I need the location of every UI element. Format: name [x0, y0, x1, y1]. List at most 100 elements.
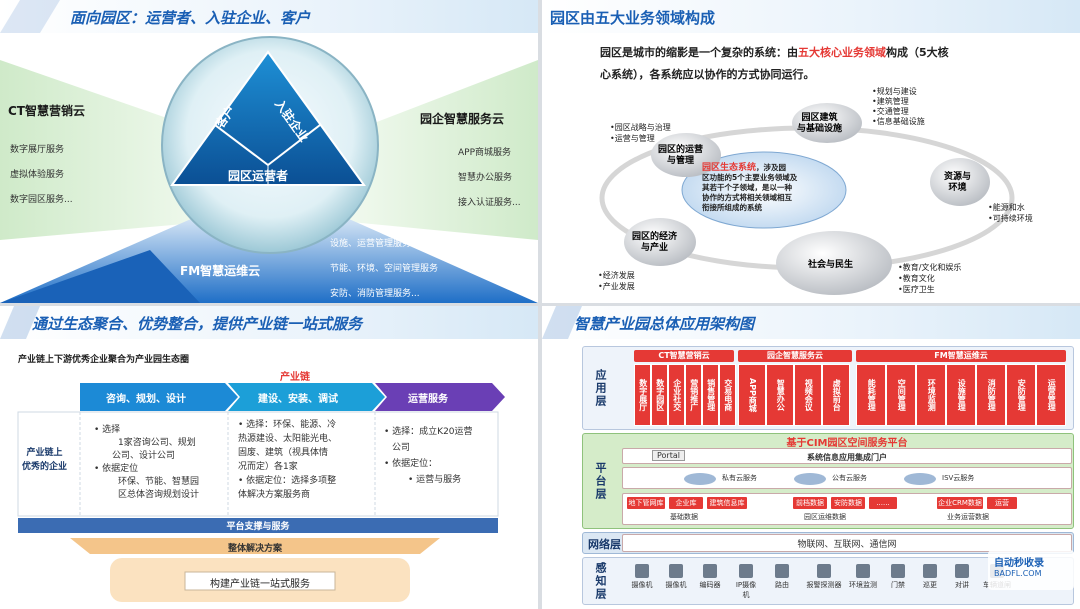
group-ct-title: CT智慧营销云 — [634, 350, 734, 362]
cloud-services-bar — [622, 467, 1072, 489]
chain-label: 产业链 — [280, 372, 310, 383]
layer-sense-label: 感知层 — [594, 561, 607, 601]
device-environment: 环境监测 — [848, 564, 878, 590]
app-cell: 设施管理 — [946, 364, 976, 426]
panel-architecture: 智慧产业园总体应用架构图 应用层 CT智慧营销云 数字展厅 数字园区 企业社交 … — [542, 306, 1080, 609]
park-cloud-item: 接入认证服务... — [458, 198, 521, 208]
node-economy: 园区的经济 与产业 — [632, 232, 677, 254]
bullet-item: •交通管理 — [872, 107, 909, 116]
app-cell: 虚拟前台 — [822, 364, 850, 426]
device-label: 巡更 — [923, 581, 937, 589]
cloud-icon — [904, 473, 936, 485]
col-ops: • 选择：成立K20运营 公司 • 依据定位： • 运营与服务 — [384, 424, 473, 488]
app-cell: 智慧办公 — [766, 364, 794, 426]
bar-one-stop-service: 构建产业链一站式服务 — [210, 579, 310, 590]
device-label: 摄像机 — [631, 581, 653, 589]
device-label: 门禁 — [891, 581, 905, 589]
center-text: 协作的方式将相关领域相互 — [702, 193, 792, 202]
device-label: 编码器 — [699, 581, 721, 589]
app-cell: APP商城 — [738, 364, 766, 426]
bullet-item: •教育/文化和娱乐 — [898, 263, 962, 272]
app-cell: 运营管理 — [1036, 364, 1066, 426]
bullet-item: •经济发展 — [598, 271, 635, 280]
node-resources: 资源与 环境 — [944, 172, 971, 194]
stage-build: 建设、安装、调试 — [258, 394, 338, 405]
left-enterprise-label: 产业链上 优秀的企业 — [22, 446, 67, 474]
ip-camera-icon — [739, 564, 753, 578]
device-router: 路由 — [770, 564, 794, 590]
bullet-item: •园区战略与治理 — [610, 123, 671, 132]
center-text: ，涉及园 — [756, 163, 787, 172]
data-pill: 企业库 — [668, 496, 704, 510]
cloud-icon — [684, 473, 716, 485]
chain-arrows — [17, 383, 505, 602]
portal-tag: Portal — [652, 450, 685, 461]
device-patrol: 巡更 — [918, 564, 942, 590]
ct-cloud-item: 数字展厅服务 — [10, 145, 65, 155]
node-label: 园区的运营 — [658, 145, 704, 155]
col-line: 区总体咨询规划设计 — [118, 490, 200, 500]
node-operations: 园区的运营 与管理 — [658, 145, 703, 167]
col-line: • 依据定位：选择多项整 — [238, 476, 337, 486]
panel4-title: 智慧产业园总体应用架构图 — [574, 315, 755, 333]
col-line: • 选择 — [94, 425, 121, 435]
data-pill: 建筑信息库 — [706, 496, 748, 510]
banner-deco-icon — [0, 306, 40, 339]
col-line: 况而定）各1家 — [238, 462, 298, 472]
camera-icon — [635, 564, 649, 578]
panel2-banner: 园区由五大业务领域构成 — [542, 0, 1080, 33]
app-cell: 能耗管理 — [856, 364, 886, 426]
col-consult: • 选择 1家咨询公司、规划 公司、设计公司 • 依据定位 环保、节能、智慧园 … — [94, 424, 199, 502]
intro-text: 构成（5大核 — [886, 46, 949, 59]
app-cell: 企业社交 — [668, 364, 685, 426]
stage-ops: 运营服务 — [408, 394, 448, 405]
bullet-item: •产业发展 — [598, 282, 635, 291]
sensor-icon — [856, 564, 870, 578]
device-label: 路由 — [775, 581, 789, 589]
banner-deco-icon — [0, 0, 60, 33]
group-fm-title: FM智慧运维云 — [856, 350, 1066, 362]
intro-text: 园区是城市的缩影是一个复杂的系统：由 — [600, 46, 798, 59]
camera-icon — [669, 564, 683, 578]
panel2-title: 园区由五大业务领域构成 — [550, 9, 716, 27]
center-ecosystem-text: 园区生态系统，涉及园 区功能的5个主要业务领域及 其若干个子领域，是以一种 协作… — [702, 163, 797, 213]
device-label: 环境监测 — [849, 581, 877, 589]
encoder-icon — [703, 564, 717, 578]
park-cloud-title: 园企智慧服务云 — [420, 112, 505, 126]
col-line: • 选择：环保、能源、冷 — [238, 420, 337, 430]
device-alarm: 报警探测器 — [806, 564, 842, 590]
device-camera: 摄像机 — [664, 564, 688, 590]
panel1-title: 面向园区：运营者、入驻企业、客户 — [70, 9, 311, 27]
col-line: 公司、设计公司 — [112, 451, 176, 461]
app-cell: 环境监测 — [916, 364, 946, 426]
ct-cloud-item: 虚拟体验服务 — [10, 170, 65, 180]
col-line: 热源建设、太阳能光电、 — [238, 434, 338, 444]
data-group-label: 基础数据 — [670, 513, 698, 521]
cloud-icon — [794, 473, 826, 485]
label-line: 优秀的企业 — [22, 462, 68, 472]
fm-cloud-title: FM智慧运维云 — [180, 264, 261, 278]
platform-title: 基于CIM园区空间服务平台 — [786, 438, 908, 449]
panel1-background — [0, 36, 538, 303]
panel-industry-chain: 通过生态聚合、优势整合，提供产业链一站式服务 产业链上下游优秀企业聚合为产业园生… — [0, 306, 538, 609]
fm-cloud-item: 安防、消防管理服务... — [330, 289, 420, 299]
panel-five-domains: 园区由五大业务领域构成 园区是城市的缩影是一个复杂的系统：由五大核心业务领域构成… — [542, 0, 1080, 303]
watermark: 自动秒收录 BADFL.COM — [988, 550, 1074, 590]
bullets-economy: •经济发展 •产业发展 — [598, 270, 635, 292]
device-label: 对讲 — [955, 581, 969, 589]
panel2-intro-line1: 园区是城市的缩影是一个复杂的系统：由五大核心业务领域构成（5大核 — [600, 44, 949, 60]
node-label: 与基础设施 — [797, 124, 843, 134]
col-line: 固废、建筑（视具体情 — [238, 448, 329, 458]
stage-consult: 咨询、规划、设计 — [106, 394, 186, 405]
layer-network-label: 网络层 — [588, 538, 621, 551]
data-pill: 地下管网库 — [626, 496, 666, 510]
alarm-icon — [817, 564, 831, 578]
col-line: • 依据定位： — [384, 459, 438, 469]
portal-desc: 系统信息应用集成门户 — [807, 453, 887, 462]
col-line: 体解决方案服务商 — [238, 490, 311, 500]
node-label: 园区建筑 — [801, 113, 838, 123]
layer-app-label: 应用层 — [594, 368, 607, 408]
data-pill: 安防数据 — [830, 496, 866, 510]
intro-highlight: 五大核心业务领域 — [798, 46, 886, 59]
center-text: 衔接所组成的系统 — [702, 203, 762, 212]
